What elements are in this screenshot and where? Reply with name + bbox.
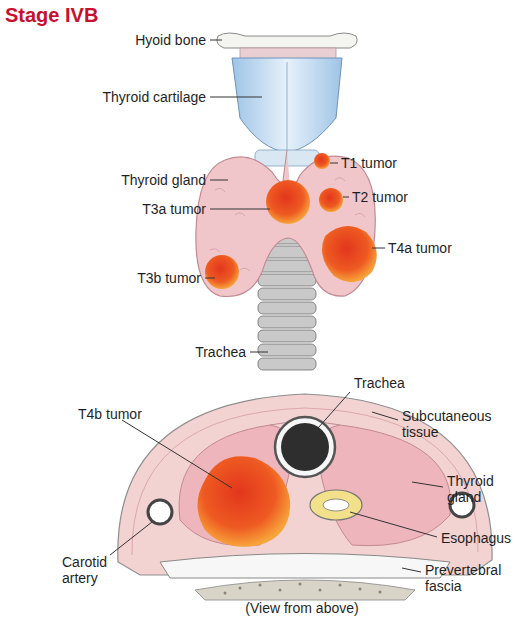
- illustration-part: [350, 512, 437, 537]
- illustration-part: [279, 589, 282, 592]
- part-label: Subcutaneous tissue: [402, 408, 497, 440]
- illustration-part: [281, 423, 329, 471]
- illustration-part: [224, 592, 227, 595]
- illustration-part: [122, 420, 232, 488]
- illustration-part: [299, 583, 302, 586]
- illustration-part: [402, 568, 421, 572]
- illustration-part: [275, 417, 335, 477]
- leader-lines: [110, 40, 443, 572]
- illustration-part: [258, 330, 316, 342]
- illustration-part: [217, 33, 357, 48]
- part-label: Thyroid gland: [121, 172, 206, 188]
- part-label: T4a tumor: [388, 240, 452, 256]
- illustration-part: [379, 591, 382, 594]
- illustration-part: [372, 412, 398, 420]
- part-label: Thyroid cartilage: [103, 89, 207, 105]
- illustration-part: [372, 248, 385, 249]
- illustration-part: [258, 288, 316, 300]
- illustration-part: [330, 163, 338, 164]
- illustration-part: [210, 97, 262, 98]
- illustration-part: [323, 499, 349, 511]
- illustration-part: [250, 352, 268, 353]
- illustration-part: [343, 197, 349, 198]
- part-label: Thyroid gland: [447, 473, 509, 505]
- illustration-part: [258, 274, 316, 286]
- illustration-part: [160, 554, 450, 579]
- illustration-part: [258, 302, 316, 314]
- part-label: T3b tumor: [137, 270, 201, 286]
- illustration-part: [210, 180, 228, 181]
- illustration-part: [412, 482, 443, 487]
- illustration-part: [210, 209, 270, 210]
- illustration-part: [287, 62, 288, 150]
- illustration-part: [258, 316, 316, 328]
- diagram-title: Stage IVB: [5, 4, 98, 26]
- part-label: Esophagus: [441, 530, 511, 546]
- illustration-part: [210, 40, 222, 41]
- part-label: Trachea: [195, 344, 246, 360]
- illustration-part: [224, 583, 382, 595]
- illustration-part: [266, 180, 310, 224]
- illustration-part: [205, 278, 215, 279]
- part-label: T4b tumor: [78, 406, 142, 422]
- illustration-part: [110, 522, 152, 555]
- part-label: Prevertebral fascia: [425, 562, 507, 594]
- illustration-part: [239, 587, 242, 590]
- illustration-part: [318, 392, 350, 428]
- illustration-part: [359, 588, 362, 591]
- illustration-part: [318, 425, 451, 546]
- figure-caption: (View from above): [245, 600, 358, 616]
- illustration-part: [259, 584, 262, 587]
- part-label: Hyoid bone: [135, 32, 206, 48]
- illustration-part: [339, 584, 342, 587]
- illustration-part: [195, 580, 415, 600]
- part-label: T3a tumor: [142, 201, 206, 217]
- illustration-part: [148, 500, 172, 524]
- illustration-part: [198, 456, 291, 546]
- part-label: T2 tumor: [352, 189, 408, 205]
- illustration-part: [258, 358, 316, 370]
- front-view: [196, 33, 377, 370]
- illustration-part: [322, 226, 377, 282]
- part-label: T1 tumor: [341, 155, 397, 171]
- illustration-part: [232, 58, 342, 152]
- illustration-part: [319, 188, 343, 212]
- illustration-part: [258, 344, 316, 356]
- illustration-part: [310, 490, 362, 520]
- part-label: Carotid artery: [62, 554, 122, 586]
- illustration-part: [205, 255, 239, 289]
- illustration-part: [258, 260, 316, 272]
- illustration-part: [319, 589, 322, 592]
- illustration-part: [314, 153, 330, 169]
- part-label: Trachea: [354, 375, 405, 391]
